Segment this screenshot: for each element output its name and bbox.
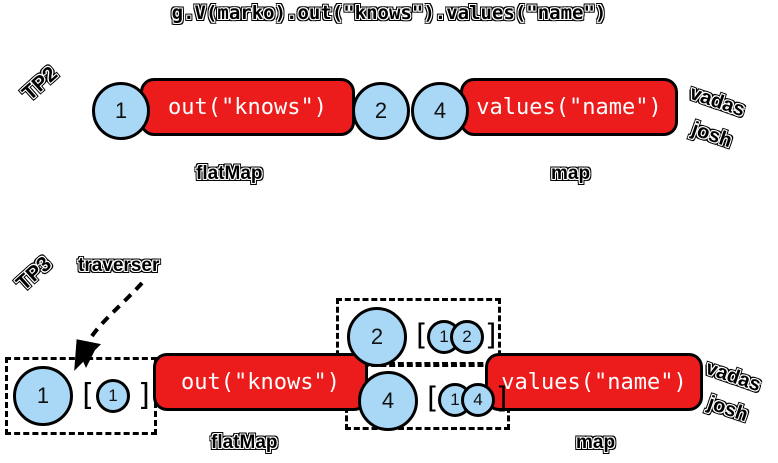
tp3-result-josh: josh bbox=[704, 392, 751, 427]
tp2-traverser-2[interactable]: 2 bbox=[352, 82, 410, 140]
tp2-step-map[interactable]: values("name") bbox=[460, 78, 678, 136]
tp2-kind-flatmap: flatMap bbox=[196, 163, 263, 184]
tp2-traverser-4[interactable]: 4 bbox=[411, 82, 469, 140]
tp3-input-bracket-close: ] bbox=[136, 378, 155, 413]
tp3-input-path-1[interactable]: 1 bbox=[96, 379, 130, 413]
tp3-mid-bracket-open-4: [ bbox=[423, 381, 441, 415]
tp3-mid-path-4-4[interactable]: 4 bbox=[461, 383, 495, 417]
tp2-traverser-1[interactable]: 1 bbox=[92, 82, 150, 140]
tp3-mid-bracket-close-2: ] bbox=[483, 318, 501, 352]
tp3-mid-bracket-open-2: [ bbox=[412, 318, 430, 352]
tp3-mid-bracket-close-4: ] bbox=[494, 381, 512, 415]
tp3-kind-flatmap: flatMap bbox=[211, 432, 278, 453]
tp3-mid-path-2-2[interactable]: 2 bbox=[450, 320, 484, 354]
tp3-kind-map: map bbox=[576, 432, 616, 453]
tp2-result-vadas: vadas bbox=[686, 82, 748, 122]
tp2-result-josh: josh bbox=[688, 118, 735, 153]
tp2-version-label: TP2 bbox=[18, 62, 63, 106]
traverser-pointer-arrow bbox=[74, 281, 144, 371]
tp3-mid-object-4[interactable]: 4 bbox=[358, 371, 418, 431]
tp3-input-bracket-open: [ bbox=[78, 378, 97, 413]
tp3-input-object[interactable]: 1 bbox=[13, 366, 73, 426]
tp2-kind-map: map bbox=[551, 163, 591, 184]
page-title: g.V(marko).out("knows").values("name") bbox=[171, 2, 607, 24]
tp3-step-flatmap[interactable]: out("knows") bbox=[153, 353, 368, 411]
tp3-step-map[interactable]: values("name") bbox=[485, 353, 703, 411]
tp3-traverser-annotation: traverser bbox=[78, 255, 160, 276]
tp2-step-flatmap[interactable]: out("knows") bbox=[140, 78, 355, 136]
tp3-mid-object-2[interactable]: 2 bbox=[347, 307, 407, 367]
tp3-version-label: TP3 bbox=[12, 252, 57, 296]
